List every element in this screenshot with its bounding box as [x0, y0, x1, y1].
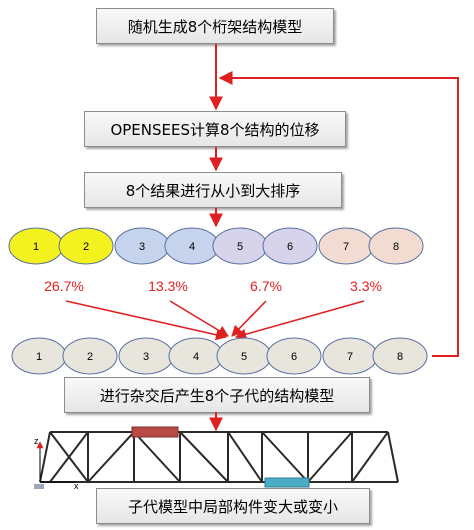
offspring-item-label: 2: [87, 351, 93, 363]
sorted-item: 7: [318, 227, 374, 265]
sorted-item-label: 4: [189, 241, 195, 253]
offspring-item-label: 8: [397, 351, 403, 363]
sorted-item-label: 1: [33, 241, 39, 253]
sorted-item: 5: [212, 227, 268, 265]
offspring-item: 3: [118, 337, 174, 375]
axis-x-label: x: [74, 481, 79, 491]
offspring-item-label: 3: [143, 351, 149, 363]
offspring-item-label: 4: [193, 351, 199, 363]
loop-back-arrow: [218, 71, 459, 357]
step-box-member-change: 子代模型中局部构件变大或变小: [96, 488, 370, 524]
truss-model: [39, 431, 399, 483]
offspring-item: 8: [372, 337, 428, 375]
select-arrow-1: [65, 300, 228, 341]
selection-percentage: 6.7%: [250, 278, 282, 294]
offspring-item: 7: [322, 337, 378, 375]
offspring-item: 2: [62, 337, 118, 375]
reduced-member: [264, 477, 310, 488]
sorted-item-label: 3: [139, 241, 145, 253]
offspring-item: 4: [168, 337, 224, 375]
sorted-item-label: 6: [287, 241, 293, 253]
enlarged-member: [131, 426, 179, 438]
sorted-item: 1: [8, 227, 64, 265]
sorted-item-label: 7: [343, 241, 349, 253]
sorted-item: 2: [58, 227, 114, 265]
sorted-item: 3: [114, 227, 170, 265]
offspring-row: 1 2 3 4 5 6 7 8: [11, 337, 428, 375]
sorted-row: 1 2 3 4 5 6 7 8: [8, 227, 424, 265]
sorted-item-label: 5: [237, 241, 243, 253]
axis-z-label: z: [34, 436, 39, 446]
offspring-item-label: 6: [291, 351, 297, 363]
support-icon: [34, 484, 44, 489]
step-box-sort-results: 8个结果进行从小到大排序: [84, 172, 342, 208]
sorted-item: 4: [164, 227, 220, 265]
sorted-item-label: 2: [83, 241, 89, 253]
sorted-item-label: 8: [393, 241, 399, 253]
selection-percentage: 26.7%: [44, 278, 84, 294]
offspring-item: 6: [266, 337, 322, 375]
selection-percentage: 3.3%: [350, 278, 382, 294]
step-box-generate-models: 随机生成8个桁架结构模型: [96, 8, 334, 44]
offspring-item-label: 7: [347, 351, 353, 363]
axis-indicator: z x: [34, 436, 79, 491]
selection-percentage: 13.3%: [148, 278, 188, 294]
select-arrow-4: [234, 300, 365, 340]
offspring-item-label: 5: [241, 351, 247, 363]
offspring-item-label: 1: [36, 351, 42, 363]
select-arrow-2: [169, 300, 229, 337]
sorted-item: 6: [262, 227, 318, 265]
offspring-item: 5: [216, 337, 272, 375]
step-box-opensees-calc: OPENSEES计算8个结构的位移: [84, 111, 346, 147]
offspring-item: 1: [11, 337, 67, 375]
sorted-item: 8: [368, 227, 424, 265]
